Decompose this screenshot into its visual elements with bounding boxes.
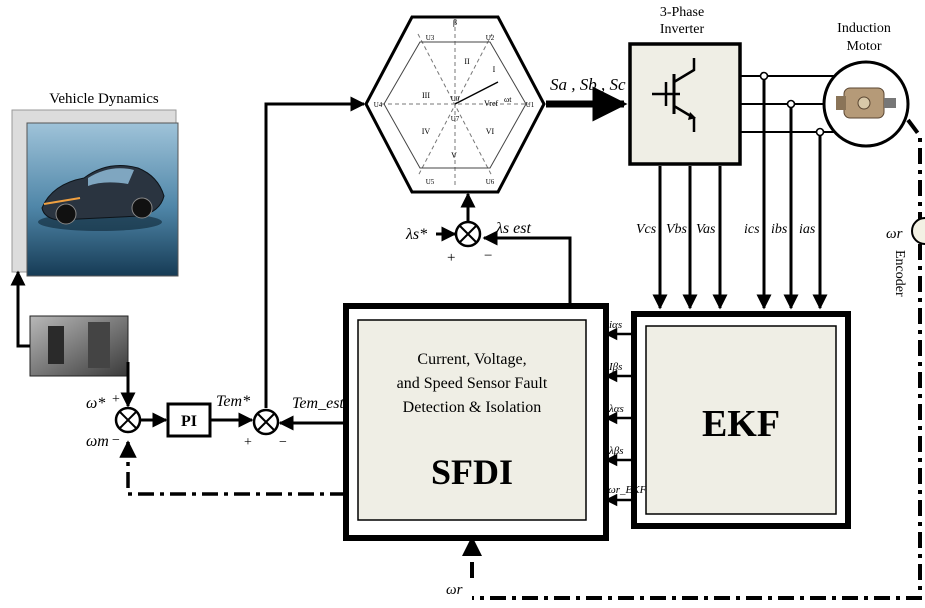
- flux-est-label: λs est: [495, 220, 531, 237]
- ekf-output-label-0: iαs: [609, 319, 622, 331]
- induction-motor: [822, 60, 910, 148]
- svm-sector-label-3: IV: [422, 127, 431, 136]
- ekf-output-label-4: ωr_EKF: [608, 484, 647, 496]
- svm-vector-label-6: U0: [451, 95, 460, 103]
- inverter-block: [628, 42, 742, 166]
- ekf-output-label-1: Iβs: [608, 361, 622, 373]
- switch-signals-label: Sa , Sb , Sc: [550, 75, 626, 94]
- svm-angle-label: ωt: [504, 95, 512, 104]
- ekf-current-label-0: ics: [744, 222, 760, 237]
- flux-sum-junction: [454, 220, 482, 248]
- motor-title-line1: Induction: [837, 21, 891, 36]
- svm-sector-label-5: VI: [486, 127, 495, 136]
- flux-minus-sign: −: [484, 248, 492, 264]
- torque-plus-sign: +: [244, 435, 252, 450]
- ekf-title: EKF: [702, 403, 780, 445]
- torque-minus-sign: −: [279, 435, 287, 450]
- pedal-image: [29, 315, 129, 377]
- ekf-output-label-2: λαs: [608, 403, 624, 415]
- svm-vector-label-1: U2: [486, 34, 495, 42]
- speed-plus-sign: +: [112, 392, 120, 407]
- svm-vector-label-7: U7: [451, 115, 460, 123]
- ekf-voltage-input-labels: Vcs Vbs Vas: [636, 222, 716, 237]
- speed-minus-sign: −: [112, 433, 120, 448]
- ekf-output-label-3: λβs: [608, 445, 624, 457]
- speed-ref-label: ω*: [86, 395, 105, 412]
- ekf-block: [631, 311, 851, 529]
- svm-vector-label-5: U6: [486, 178, 495, 186]
- sfdi-desc-line1: Current, Voltage,: [417, 351, 526, 368]
- inverter-title-line1: 3-Phase: [660, 5, 704, 20]
- encoder-speed-label: ωr: [886, 226, 903, 242]
- svm-vector-label-0: U1: [526, 101, 535, 109]
- sfdi-desc-line2: and Speed Sensor Fault: [397, 375, 548, 392]
- encoder-label: Encoder: [892, 250, 907, 297]
- motor-title-line2: Motor: [847, 39, 882, 54]
- sfdi-block: [343, 303, 609, 541]
- sfdi-desc-line3: Detection & Isolation: [403, 399, 542, 416]
- encoder: [911, 217, 925, 245]
- junction-dots: [759, 71, 825, 137]
- vehicle-image: [11, 109, 179, 277]
- speed-meas-label: ωm: [86, 433, 109, 450]
- pi-label: PI: [181, 413, 197, 430]
- flux-plus-sign: +: [447, 250, 455, 266]
- svm-ref-label: Vref: [484, 99, 499, 108]
- ekf-voltage-label-2: Vas: [696, 222, 716, 237]
- svm-sector-label-2: III: [422, 91, 430, 100]
- torque-est-label: Tem_est: [292, 395, 344, 412]
- ekf-current-label-2: ias: [799, 222, 816, 237]
- svm-sector-label-1: II: [464, 57, 470, 66]
- ekf-voltage-label-0: Vcs: [636, 222, 657, 237]
- svm-vector-label-3: U4: [374, 101, 383, 109]
- ekf-current-label-1: ibs: [771, 222, 788, 237]
- flux-ref-label: λs*: [405, 226, 427, 243]
- pi-controller-block: [166, 402, 212, 438]
- svm-vector-label-4: U5: [426, 178, 435, 186]
- sfdi-title: SFDI: [431, 452, 513, 492]
- svm-vector-label-2: U3: [426, 34, 435, 42]
- svm-sector-label-0: I: [493, 65, 496, 74]
- torque-ref-label: Tem*: [216, 393, 250, 410]
- sfdi-speed-input-label: ωr: [446, 582, 463, 598]
- speed-sum-junction: [114, 406, 142, 434]
- inverter-title-line2: Inverter: [660, 22, 705, 37]
- svm-hexagon: β Vref ωt: [364, 15, 546, 194]
- svm-axis-label: β: [453, 18, 457, 27]
- vehicle-dynamics-title: Vehicle Dynamics: [49, 91, 159, 107]
- svm-sector-label-4: V: [451, 151, 457, 160]
- torque-sum-junction: [252, 408, 280, 436]
- ekf-voltage-label-1: Vbs: [666, 222, 688, 237]
